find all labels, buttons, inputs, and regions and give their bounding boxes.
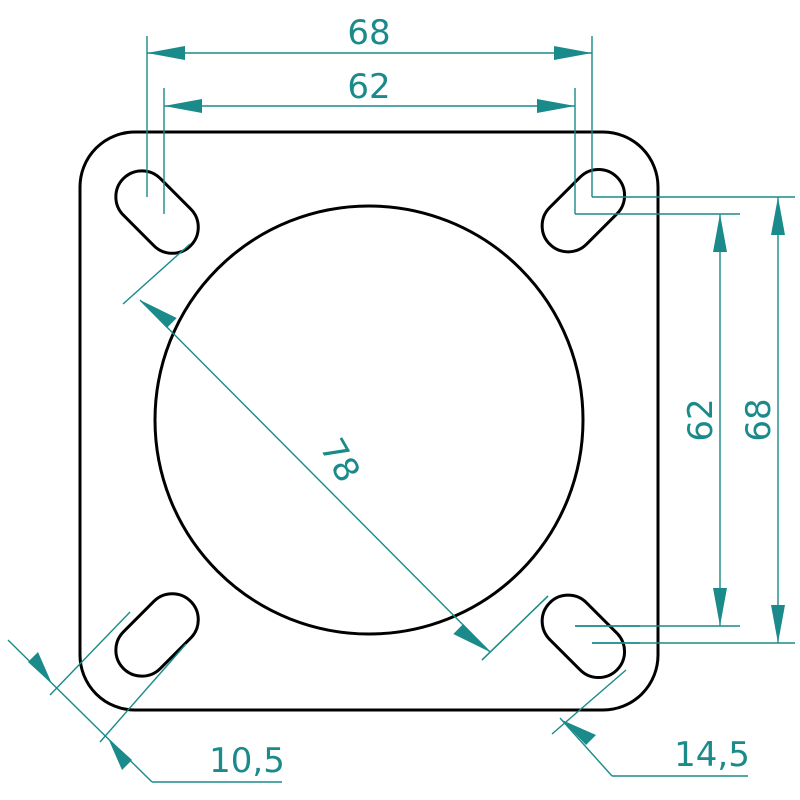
arrowhead (713, 588, 727, 626)
dim-outer-width: 68 (146, 13, 593, 197)
dim-inner-width-label: 62 (347, 67, 390, 107)
arrowhead (108, 738, 132, 770)
dim-outer-width-label: 68 (347, 13, 390, 53)
dim-outer-height: 68 (592, 196, 795, 644)
slot-top-left (114, 169, 200, 255)
flange-outline (78, 130, 660, 712)
dim-slot-length: 14,5 (481, 595, 750, 777)
slot-bottom-left (114, 592, 200, 678)
dim-slot-length-label: 14,5 (674, 735, 750, 775)
slot-top-right (540, 167, 627, 254)
center-bore (153, 204, 585, 636)
arrowhead (562, 720, 596, 745)
dim-inner-height: 62 (575, 213, 740, 627)
arrowhead (453, 624, 490, 652)
arrowhead (771, 605, 785, 643)
dim-inner-width: 62 (163, 67, 576, 214)
slot-bottom-right (540, 593, 627, 680)
arrowhead (164, 99, 202, 113)
dim-slot-width-label: 10,5 (209, 741, 285, 781)
arrowhead (771, 197, 785, 235)
dim-slot-width: 10,5 (7, 611, 285, 783)
dim-outer-height-label: 68 (739, 398, 779, 441)
arrowhead (28, 652, 52, 684)
arrowhead (147, 46, 185, 60)
arrowhead (554, 46, 592, 60)
arrowhead (140, 300, 177, 328)
arrowhead (537, 99, 575, 113)
arrowhead (713, 214, 727, 252)
dim-inner-height-label: 62 (681, 398, 721, 441)
